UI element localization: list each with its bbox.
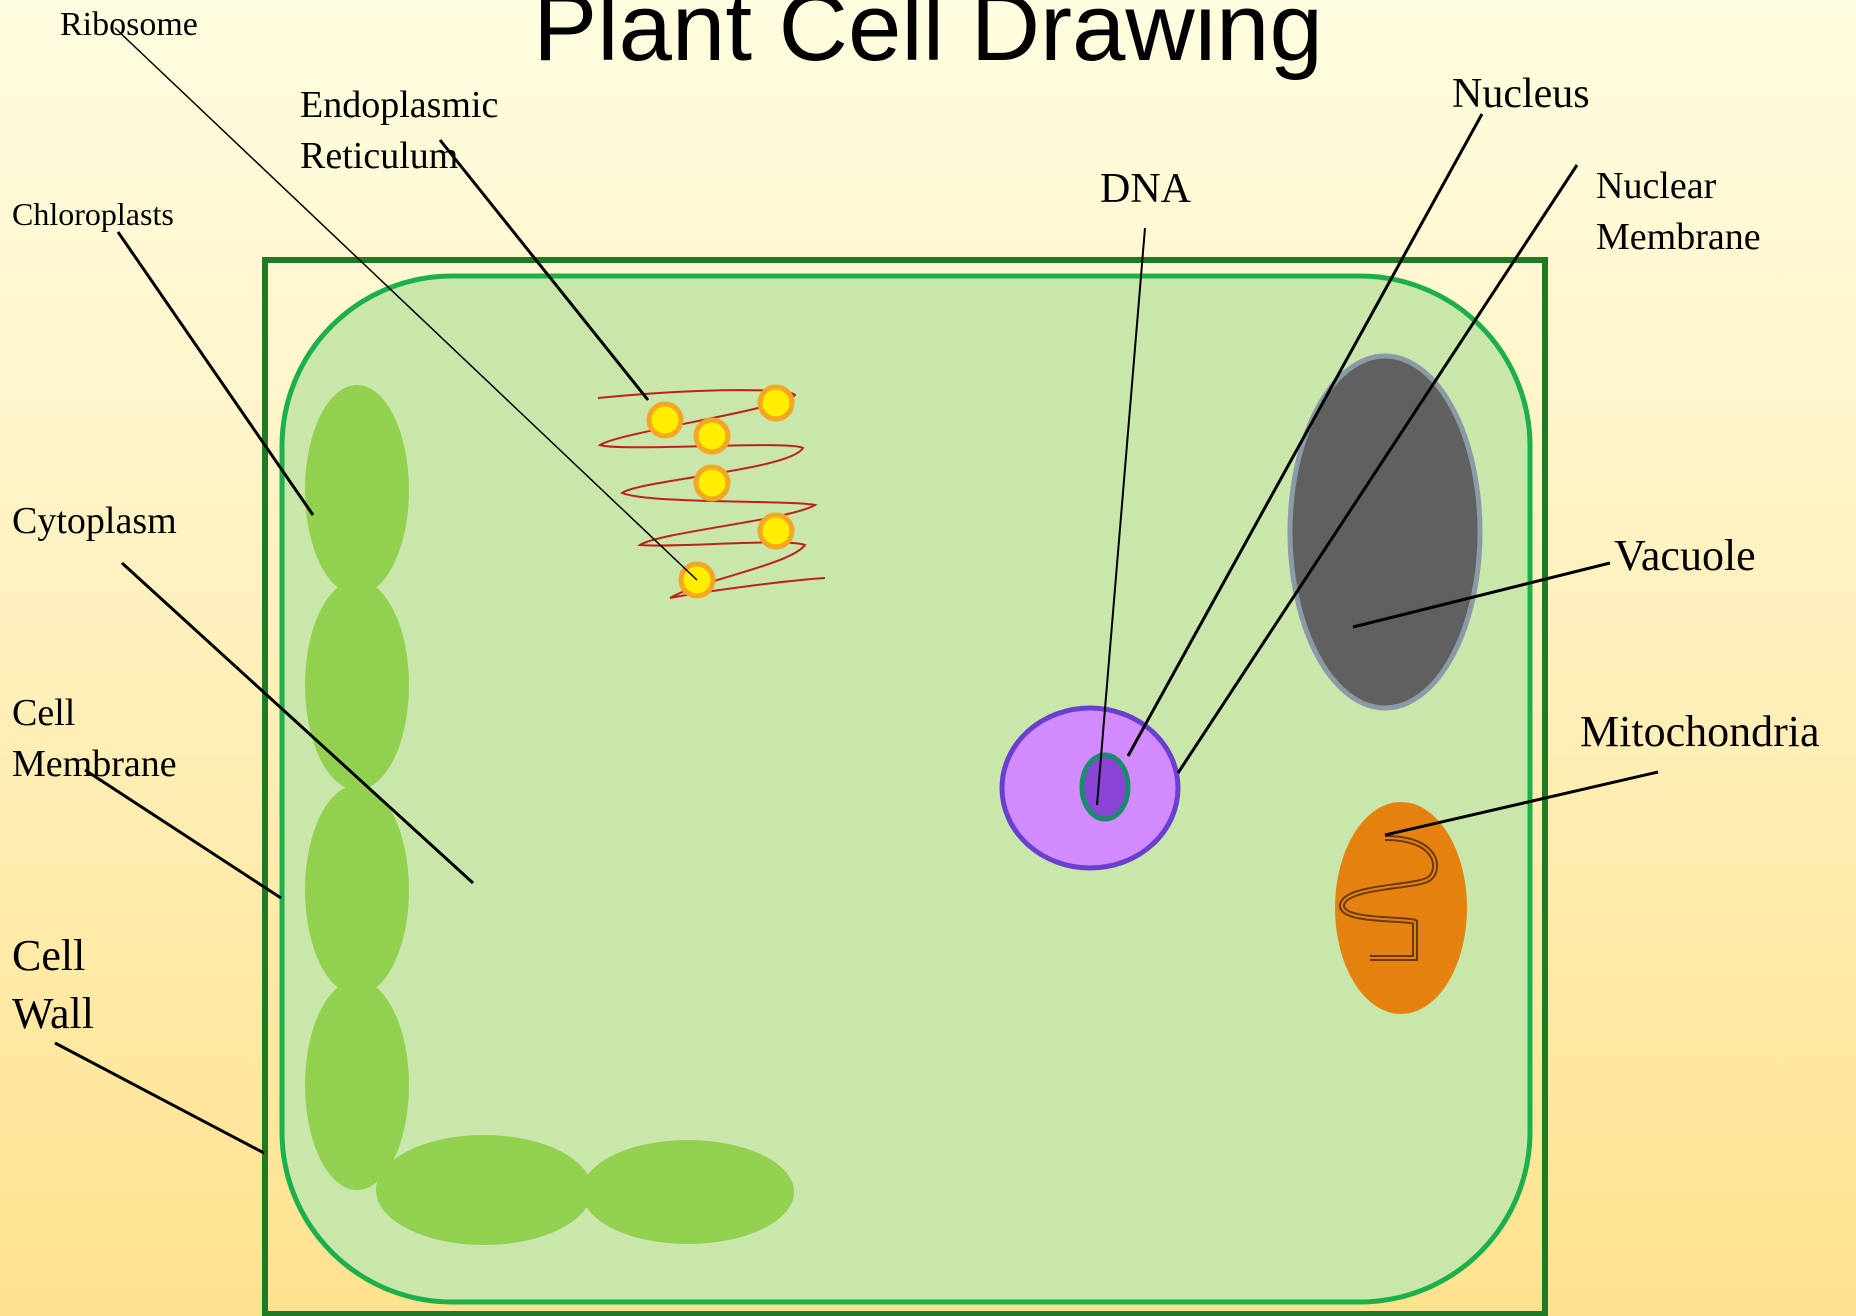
page-title: Plant Cell Drawing bbox=[533, 0, 1323, 81]
chloroplast bbox=[305, 785, 409, 995]
ribosome bbox=[696, 420, 728, 452]
cell-wall-leader bbox=[55, 1043, 264, 1153]
label-er-line1: Endoplasmic bbox=[300, 84, 498, 126]
chloroplast bbox=[305, 980, 409, 1190]
label-mitochondria: Mitochondria bbox=[1580, 707, 1820, 756]
chloroplast bbox=[582, 1140, 794, 1244]
label-chloroplasts: Chloroplasts bbox=[12, 196, 174, 232]
chloroplast bbox=[376, 1135, 592, 1245]
label-cytoplasm: Cytoplasm bbox=[12, 500, 177, 542]
label-cell-wall-line1: Cell bbox=[12, 931, 85, 980]
label-nuclear-membrane-line1: Nuclear bbox=[1596, 165, 1717, 207]
label-er-line2: Reticulum bbox=[300, 135, 458, 177]
cell-membrane-leader bbox=[85, 770, 281, 898]
label-nucleus: Nucleus bbox=[1452, 71, 1590, 117]
ribosome bbox=[649, 404, 681, 436]
label-cell-membrane-line1: Cell bbox=[12, 692, 75, 734]
ribosome bbox=[760, 387, 792, 419]
chloroplast bbox=[305, 385, 409, 595]
chloroplast bbox=[305, 580, 409, 790]
label-nuclear-membrane-line2: Membrane bbox=[1596, 216, 1761, 258]
label-cell-membrane-line2: Membrane bbox=[12, 743, 177, 785]
label-ribosome: Ribosome bbox=[60, 6, 198, 43]
nucleolus-dna bbox=[1082, 755, 1128, 819]
ribosome bbox=[696, 467, 728, 499]
ribosome bbox=[760, 515, 792, 547]
chloroplasts-leader bbox=[118, 232, 313, 515]
label-cell-wall-line2: Wall bbox=[12, 989, 94, 1038]
label-dna: DNA bbox=[1100, 166, 1192, 212]
label-vacuole: Vacuole bbox=[1614, 531, 1756, 580]
mitochondria bbox=[1335, 802, 1467, 1014]
